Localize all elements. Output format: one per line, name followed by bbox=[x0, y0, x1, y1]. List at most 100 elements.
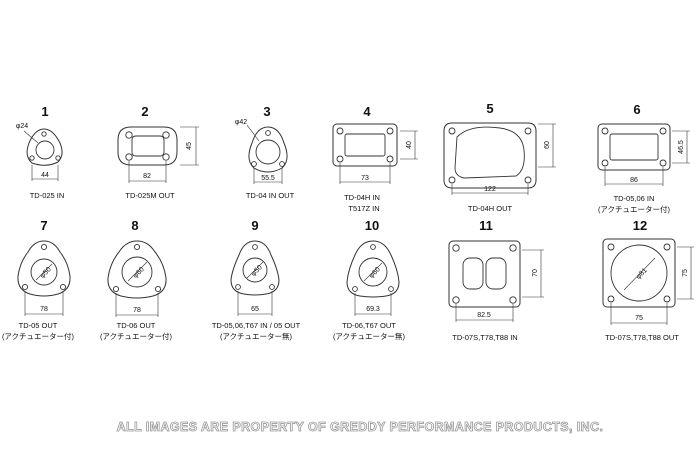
gasket-4-height: 40 bbox=[406, 141, 413, 149]
gasket-12-number: 12 bbox=[633, 218, 647, 233]
gasket-11-port-right bbox=[485, 257, 507, 290]
gasket-6-port bbox=[609, 133, 659, 161]
gasket-4: 4 40 73 TD-04H IN T517Z IN bbox=[332, 104, 418, 213]
gasket-9-bolt-hole bbox=[235, 284, 241, 290]
gasket-4-flange-outline bbox=[332, 123, 398, 167]
gasket-10-width: 69.3 bbox=[366, 306, 380, 313]
gasket-12-bolt-hole bbox=[663, 295, 671, 303]
gasket-8-bolt-hole bbox=[154, 285, 162, 293]
gasket-8-width: 78 bbox=[133, 307, 141, 314]
gasket-5-caption: TD-04H OUT bbox=[468, 204, 513, 213]
gasket-1: 1 φ24 44 TD-025 IN bbox=[16, 104, 64, 200]
gasket-8-bolt-hole bbox=[112, 285, 120, 293]
gasket-3-port bbox=[255, 139, 281, 165]
gasket-10: 10 φ60 69.3 TD-06,T67 OUT (アクチュエーター無) bbox=[333, 218, 406, 341]
gasket-4-number: 4 bbox=[363, 104, 371, 119]
gasket-1-number: 1 bbox=[41, 104, 48, 119]
gasket-6-bolt-hole bbox=[659, 127, 667, 135]
gasket-4-caption-line2: T517Z IN bbox=[348, 204, 379, 213]
gasket-5-bolt-hole bbox=[524, 176, 532, 184]
gasket-4-caption-line1: TD-04H IN bbox=[344, 193, 380, 202]
gasket-9-bolt-hole bbox=[269, 284, 275, 290]
gasket-5-bolt-hole bbox=[448, 127, 456, 135]
gasket-11-flange-outline bbox=[448, 240, 521, 308]
gasket-12-width: 75 bbox=[635, 315, 643, 322]
gasket-11-caption: TD-07S,T78,T88 IN bbox=[452, 333, 517, 342]
gasket-7-width: 78 bbox=[40, 306, 48, 313]
gasket-12-bolt-hole bbox=[607, 243, 615, 251]
gasket-9-bolt-hole bbox=[252, 244, 258, 250]
gasket-12-caption: TD-07S,T78,T88 OUT bbox=[605, 333, 679, 342]
gasket-2-number: 2 bbox=[141, 104, 148, 119]
gasket-3-width: 55.5 bbox=[261, 175, 275, 182]
gasket-1-dia-leader bbox=[23, 130, 39, 144]
gasket-11-bolt-hole bbox=[452, 296, 460, 304]
gasket-3-bolt-hole bbox=[265, 130, 271, 136]
gasket-5-bolt-hole bbox=[524, 127, 532, 135]
gasket-8-port bbox=[121, 256, 153, 288]
gasket-7-caption-line2: (アクチュエーター付) bbox=[2, 331, 75, 341]
gasket-4-bolt-hole bbox=[336, 155, 344, 163]
gasket-7-bolt-hole bbox=[21, 283, 29, 291]
gasket-4-bolt-hole bbox=[386, 127, 394, 135]
gasket-6-caption-line2: (アクチュエーター付) bbox=[598, 204, 671, 214]
gasket-12-dia-leader bbox=[623, 257, 656, 291]
gasket-5: 5 60 122 TD-04H OUT bbox=[443, 101, 556, 213]
gasket-3: 3 φ42 55.5 TD-04 IN OUT bbox=[235, 104, 295, 200]
gasket-7-number: 7 bbox=[40, 218, 47, 233]
gasket-5-number: 5 bbox=[486, 101, 493, 116]
gasket-5-bolt-hole bbox=[448, 176, 456, 184]
gasket-2: 2 45 82 TD-025M OUT bbox=[117, 104, 199, 200]
gasket-7: 7 φ50 78 TD-05 OUT (アクチュエーター付) bbox=[2, 218, 75, 341]
gasket-1-caption: TD-025 IN bbox=[30, 191, 65, 200]
gasket-2-width: 82 bbox=[143, 173, 151, 180]
gasket-3-caption: TD-04 IN OUT bbox=[246, 191, 295, 200]
gasket-6-bolt-hole bbox=[601, 127, 609, 135]
gasket-12-height: 75 bbox=[682, 269, 689, 277]
gasket-11: 11 70 82.5 TD-07S,T78,T88 IN bbox=[448, 218, 544, 342]
gasket-7-dia-leader bbox=[35, 263, 53, 281]
gasket-10-caption-line1: TD-06,T67 OUT bbox=[342, 321, 396, 330]
gasket-9: 9 φ50 65 TD-05,06,T67 IN / 05 OUT (アクチュエ… bbox=[212, 218, 301, 341]
gasket-1-port bbox=[35, 140, 55, 160]
gasket-1-dia: φ24 bbox=[16, 123, 28, 130]
gasket-2-height: 45 bbox=[186, 142, 193, 150]
gasket-9-width: 65 bbox=[251, 306, 259, 313]
gasket-11-bolt-hole bbox=[509, 296, 517, 304]
gasket-11-width: 82.5 bbox=[477, 312, 491, 319]
gasket-8-number: 8 bbox=[131, 218, 138, 233]
gasket-4-port bbox=[344, 133, 386, 157]
gasket-6: 6 46.5 86 TD-05,06 IN (アクチュエーター付) bbox=[597, 102, 690, 214]
gasket-7-port bbox=[30, 258, 58, 286]
gasket-12-port bbox=[610, 244, 668, 302]
gasket-8-caption-line2: (アクチュエーター付) bbox=[100, 331, 173, 341]
gasket-1-bolt-hole bbox=[41, 131, 47, 137]
gasket-6-flange-outline bbox=[597, 123, 671, 171]
gasket-8-caption-line1: TD-06 OUT bbox=[117, 321, 156, 330]
gasket-6-height: 46.5 bbox=[678, 140, 685, 154]
gasket-12-bolt-hole bbox=[663, 243, 671, 251]
gasket-2-bolt-hole bbox=[162, 131, 170, 139]
gasket-12: 12 φ81 75 75 TD-07S,T78,T88 OUT bbox=[602, 218, 694, 342]
gasket-2-port bbox=[131, 135, 165, 157]
gasket-10-port bbox=[358, 257, 388, 287]
gasket-4-bolt-hole bbox=[386, 155, 394, 163]
gasket-9-number: 9 bbox=[251, 218, 258, 233]
gasket-10-caption-line2: (アクチュエーター無) bbox=[333, 331, 406, 341]
gasket-2-caption: TD-025M OUT bbox=[125, 191, 175, 200]
gasket-3-dia-leader bbox=[246, 124, 260, 142]
gasket-10-bolt-hole bbox=[352, 286, 358, 292]
gasket-11-bolt-hole bbox=[452, 244, 460, 252]
gasket-10-bolt-hole bbox=[370, 244, 376, 250]
gasket-11-height: 70 bbox=[532, 269, 539, 277]
gasket-4-bolt-hole bbox=[336, 127, 344, 135]
gasket-8-bolt-hole bbox=[133, 243, 141, 251]
gasket-5-port bbox=[454, 126, 525, 179]
gasket-2-bolt-hole bbox=[125, 153, 133, 161]
gasket-6-bolt-hole bbox=[601, 159, 609, 167]
gasket-7-bolt-hole bbox=[40, 243, 48, 251]
gasket-7-caption-line1: TD-05 OUT bbox=[19, 321, 58, 330]
gasket-11-bolt-hole bbox=[509, 244, 517, 252]
gasket-1-bolt-hole bbox=[29, 155, 35, 161]
